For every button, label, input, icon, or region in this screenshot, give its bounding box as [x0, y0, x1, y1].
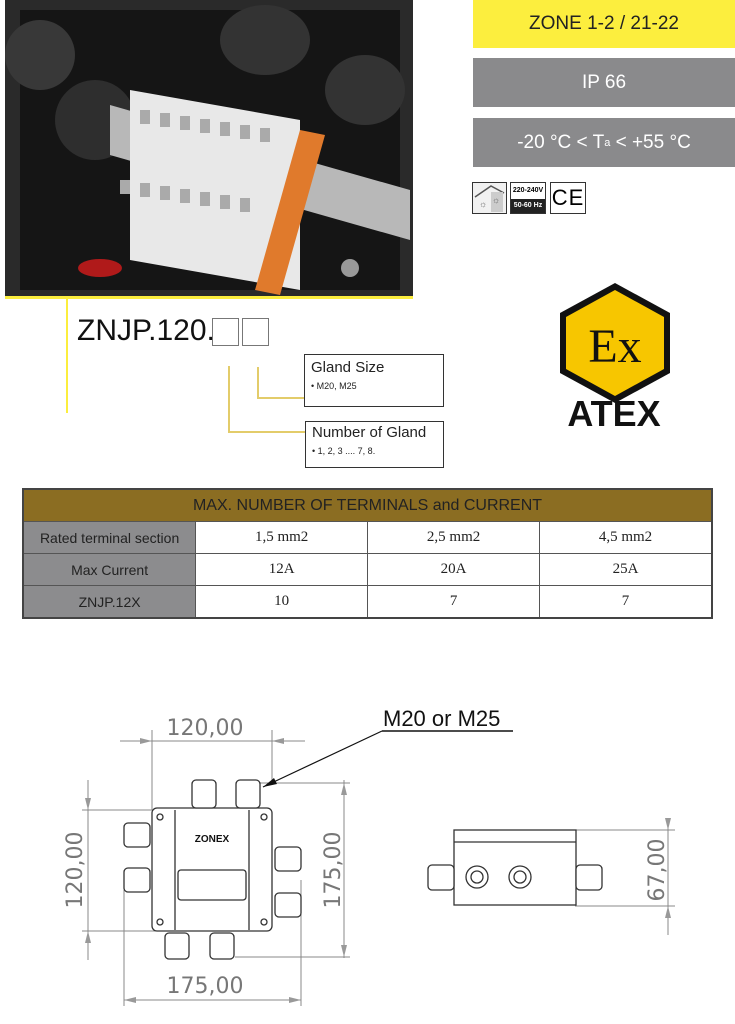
atex-logo: Ex ATEX: [560, 283, 670, 434]
ip-badge: IP 66: [473, 58, 735, 107]
cell: 1,5 mm2: [195, 521, 369, 554]
atex-text: ATEX: [567, 393, 660, 434]
product-code: ZNJP.120.: [77, 314, 215, 347]
connector-line: [257, 397, 304, 399]
cell: 4,5 mm2: [539, 521, 713, 554]
ip-text: IP 66: [581, 71, 627, 93]
legend-values: • M20, M25: [311, 381, 357, 391]
connector-line: [228, 366, 230, 432]
zone-badge: ZONE 1-2 / 21-22: [473, 0, 735, 48]
gland-number-legend: Number of Gland • 1, 2, 3 .... 7, 8.: [305, 421, 444, 468]
table-row: Rated terminal section 1,5 mm2 2,5 mm2 4…: [22, 521, 713, 554]
cell: 12A: [195, 553, 369, 586]
gland-callout-label: M20 or M25: [383, 706, 500, 731]
row-label: ZNJP.12X: [22, 585, 197, 619]
temp-sub: a: [604, 136, 611, 149]
voltage-icon: 220-240V 50-60 Hz: [510, 182, 546, 214]
table-row: ZNJP.12X 10 7 7: [22, 585, 713, 619]
ex-symbol: Ex: [588, 320, 641, 373]
dim-side-height: 67,00: [645, 839, 670, 902]
row-label: Rated terminal section: [22, 521, 197, 554]
dim-bottom-width: 175,00: [167, 974, 244, 999]
ce-mark-icon: CE: [550, 182, 586, 214]
svg-text:☼: ☼: [479, 199, 487, 209]
zone-text: ZONE 1-2 / 21-22: [529, 13, 679, 34]
cell: 7: [367, 585, 541, 619]
dim-top-width: 120,00: [167, 716, 244, 741]
terminals-table: MAX. NUMBER OF TERMINALS and CURRENT Rat…: [22, 488, 713, 619]
cell: 20A: [367, 553, 541, 586]
legend-title: Number of Gland: [312, 424, 427, 441]
frequency-text: 50-60 Hz: [511, 199, 545, 213]
legend-values-text: 1, 2, 3 .... 7, 8.: [317, 446, 376, 456]
brand-mark: ZONEX: [195, 834, 230, 845]
row-label: Max Current: [22, 553, 197, 586]
table-title: MAX. NUMBER OF TERMINALS and CURRENT: [22, 488, 713, 522]
accent-line: [66, 298, 68, 413]
svg-text:☼: ☼: [492, 195, 500, 205]
indoor-outdoor-icon: ☼☼: [472, 182, 507, 214]
legend-values-text: M20, M25: [316, 381, 357, 391]
cell: 10: [195, 585, 369, 619]
product-photo: [5, 0, 413, 299]
ce-text: CE: [551, 185, 585, 210]
gland-number-slot: [212, 318, 239, 346]
temp-left: -20 °C < T: [517, 131, 605, 153]
gland-size-legend: Gland Size • M20, M25: [304, 354, 444, 407]
gland-size-slot: [242, 318, 269, 346]
technical-drawing: 120,00 175,00 120,00 175,00 67,00 M20 or…: [63, 706, 675, 1006]
connector-line: [257, 367, 259, 398]
connector-line: [228, 431, 305, 433]
cell: 7: [539, 585, 713, 619]
legend-values: • 1, 2, 3 .... 7, 8.: [312, 446, 376, 456]
dim-left-height: 120,00: [63, 832, 88, 909]
dim-right-height: 175,00: [321, 832, 346, 909]
legend-title: Gland Size: [311, 359, 385, 376]
temp-right: < +55 °C: [610, 131, 691, 153]
cell: 2,5 mm2: [367, 521, 541, 554]
table-row: Max Current 12A 20A 25A: [22, 553, 713, 586]
cell: 25A: [539, 553, 713, 586]
voltage-text: 220-240V: [512, 187, 544, 194]
